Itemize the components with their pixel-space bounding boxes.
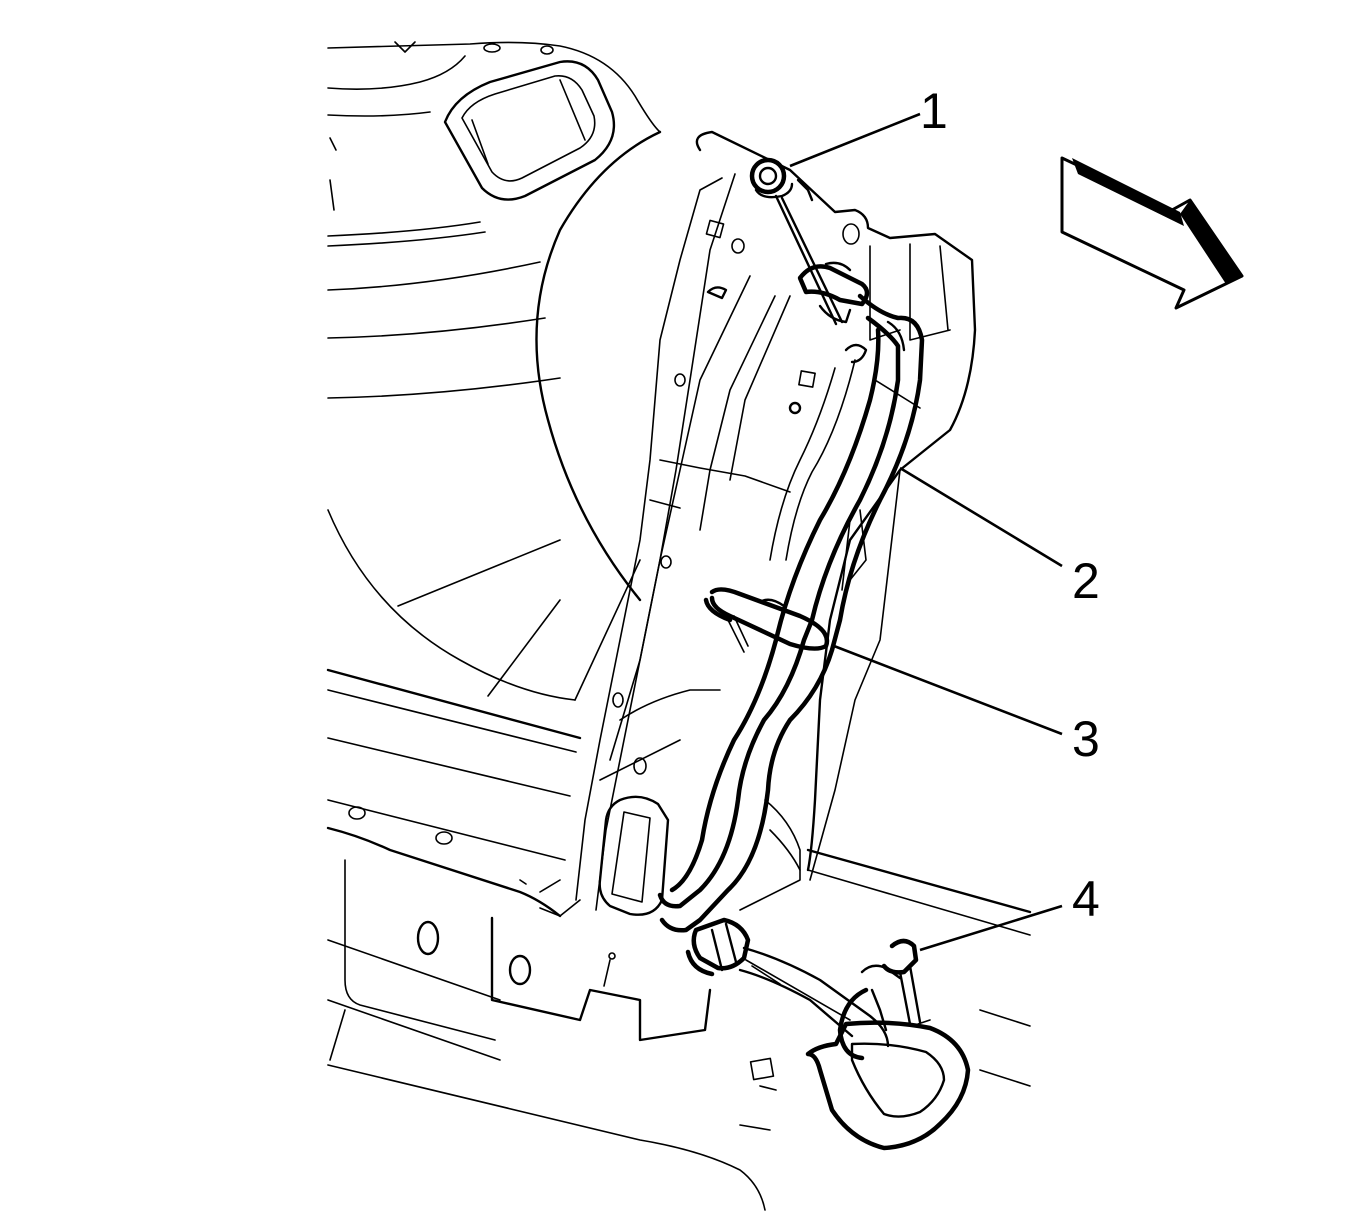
callout-labels: 1 2 3 4 [920, 83, 1100, 927]
callout-4: 4 [1072, 871, 1100, 927]
callout-3: 3 [1072, 711, 1100, 767]
retaining-bolt [749, 157, 844, 326]
callout-2: 2 [1072, 553, 1100, 609]
leader-line-1 [789, 112, 921, 168]
tether-strap [657, 261, 925, 933]
spare-wheel-well [327, 41, 662, 701]
tether-hook [685, 917, 971, 1151]
leader-line-4 [919, 904, 1063, 952]
forward-arrow-icon [1060, 156, 1244, 310]
leader-line-2 [899, 466, 1063, 568]
floor-panel [326, 668, 1032, 1211]
strap-retainer [703, 587, 830, 653]
leader-lines [789, 112, 1063, 952]
callout-1: 1 [920, 83, 948, 139]
leader-line-3 [833, 644, 1063, 736]
quarter-panel-rail [539, 130, 977, 917]
